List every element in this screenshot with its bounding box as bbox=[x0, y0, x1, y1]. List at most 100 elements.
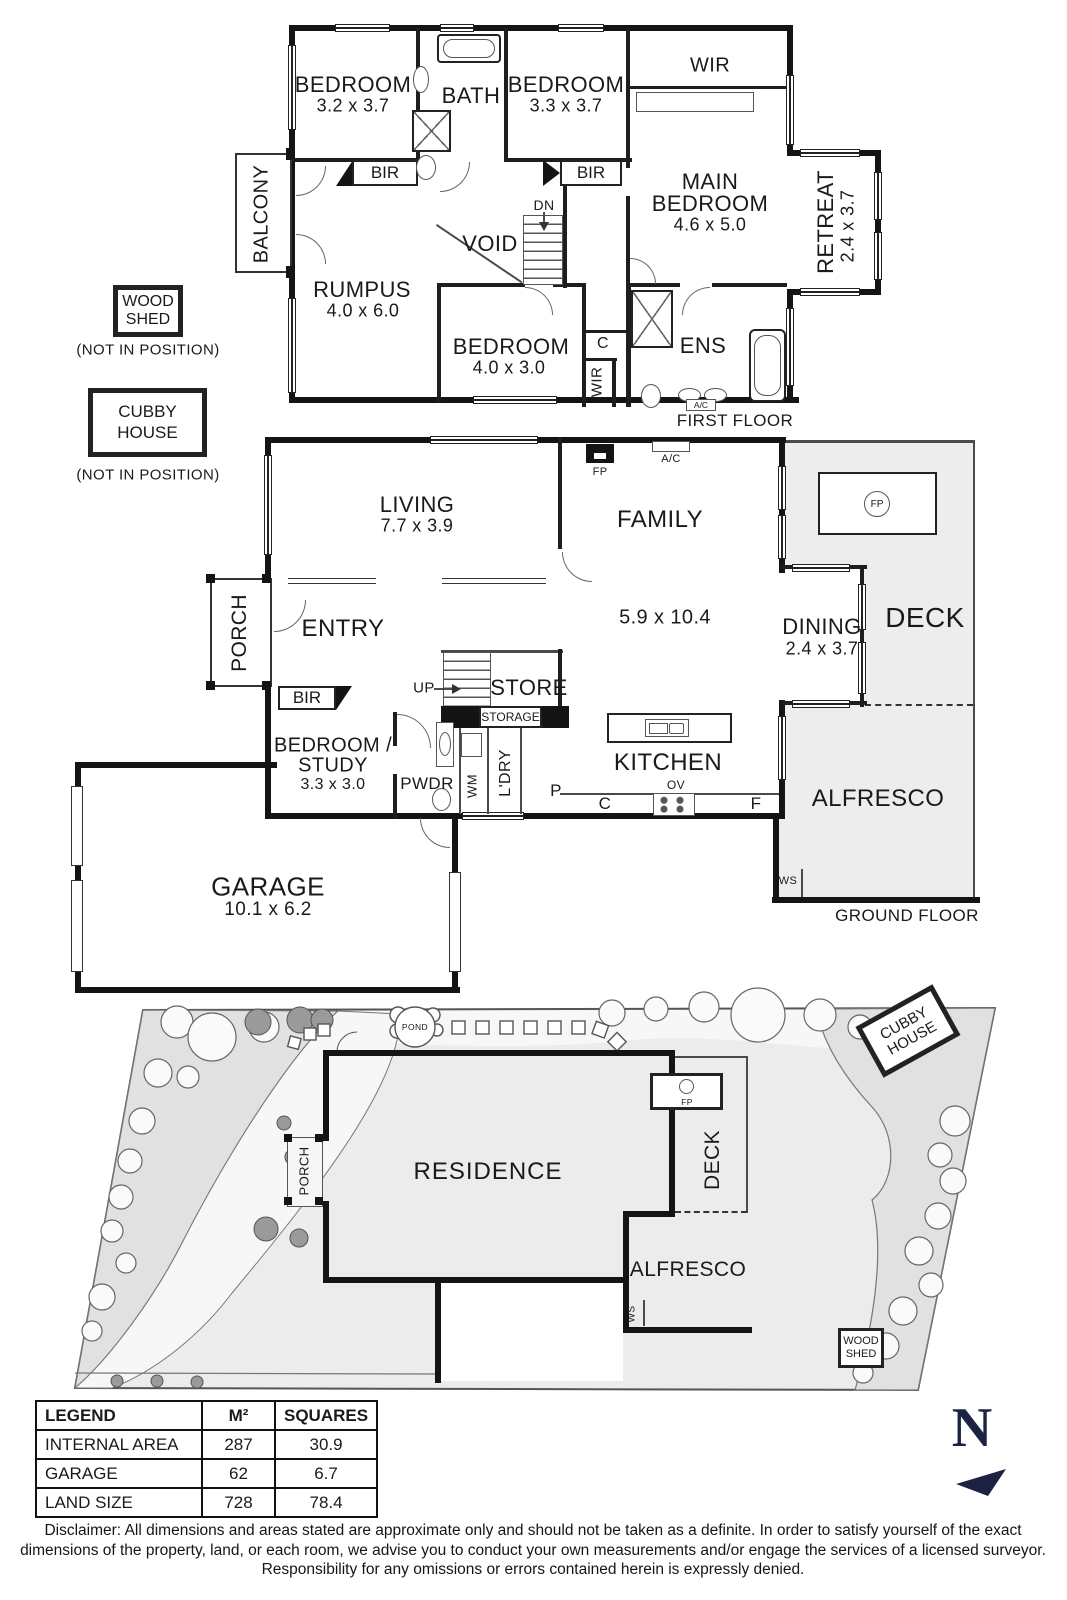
site-label-deck: DECK bbox=[701, 1130, 724, 1190]
window bbox=[430, 436, 538, 444]
wall bbox=[669, 1108, 675, 1217]
window bbox=[858, 584, 866, 630]
dn-arrow-stem bbox=[543, 212, 545, 222]
room-label-bedroom3: BEDROOM bbox=[452, 334, 570, 359]
deck-firepit: FP bbox=[864, 491, 890, 517]
toilet bbox=[641, 384, 661, 408]
window bbox=[874, 232, 882, 280]
door-arc bbox=[682, 287, 710, 315]
room-dims-family: 5.9 x 10.4 bbox=[619, 606, 711, 629]
wall bbox=[629, 1211, 675, 1217]
room-label-retreat: RETREAT bbox=[813, 170, 838, 274]
site-plan-landscaping bbox=[73, 987, 997, 1392]
window bbox=[288, 298, 296, 393]
legend-cell: GARAGE bbox=[35, 1458, 203, 1489]
fireplace-label: FP bbox=[592, 466, 608, 478]
cupboard-label: C bbox=[598, 794, 612, 813]
ws-tick bbox=[643, 1300, 645, 1326]
porch-post bbox=[262, 574, 271, 583]
legend-row: LAND SIZE 728 78.4 bbox=[35, 1487, 379, 1518]
door-arc bbox=[562, 552, 592, 582]
wall bbox=[712, 283, 787, 287]
room-dims-garage: 10.1 x 6.2 bbox=[224, 899, 312, 920]
floor-label-first: FIRST FLOOR bbox=[676, 411, 794, 430]
window bbox=[473, 396, 557, 404]
storage-box: STORAGE bbox=[479, 706, 542, 728]
robe-wedge bbox=[336, 686, 352, 710]
window bbox=[778, 716, 786, 780]
site-label-pond: POND bbox=[401, 1022, 429, 1032]
toilet bbox=[432, 788, 451, 811]
legend-cell: 62 bbox=[201, 1458, 276, 1489]
basin bbox=[413, 66, 429, 93]
floor-label-ground: GROUND FLOOR bbox=[835, 906, 979, 925]
window bbox=[874, 172, 882, 220]
porch-post bbox=[206, 574, 215, 583]
room-label-rumpus: RUMPUS bbox=[313, 277, 411, 302]
wall bbox=[504, 28, 508, 162]
room-label-living: LIVING bbox=[379, 492, 455, 517]
room-label-void: VOID bbox=[462, 231, 518, 256]
wall bbox=[393, 712, 397, 746]
deck-edge bbox=[785, 440, 975, 443]
legend-table: LEGEND M² SQUARES INTERNAL AREA 287 30.9… bbox=[35, 1400, 379, 1518]
room-label-ens: ENS bbox=[679, 333, 727, 358]
washing-machine bbox=[461, 733, 482, 757]
room-dims-bedroom3: 4.0 x 3.0 bbox=[472, 357, 546, 378]
wall bbox=[292, 25, 793, 31]
site-label-residence: RESIDENCE bbox=[413, 1158, 563, 1185]
deck-alfresco-divider bbox=[865, 704, 973, 706]
porch-post bbox=[262, 681, 271, 690]
site-label-porch: PORCH bbox=[296, 1146, 312, 1196]
porch-post bbox=[284, 1197, 292, 1205]
room-label-main-bedroom-2: BEDROOM bbox=[651, 191, 769, 216]
bir-right: BIR bbox=[560, 160, 622, 186]
window bbox=[440, 24, 474, 32]
room-label-porch: PORCH bbox=[228, 594, 251, 672]
room-label-wir-small: WIR bbox=[588, 366, 606, 398]
bir-left: BIR bbox=[352, 160, 418, 186]
room-label-wm: WM bbox=[464, 774, 480, 798]
wall bbox=[75, 762, 81, 993]
room-label-bedroom-study-2: STUDY bbox=[298, 754, 368, 777]
wall bbox=[75, 762, 277, 768]
porch bbox=[210, 578, 272, 687]
pantry-label: P bbox=[550, 781, 562, 800]
ws-tick bbox=[801, 869, 803, 897]
room-label-garage: GARAGE bbox=[211, 871, 325, 902]
deck-edge bbox=[746, 1056, 748, 1213]
wall bbox=[286, 266, 293, 278]
window bbox=[778, 466, 786, 510]
ac-unit bbox=[652, 441, 690, 452]
room-label-entry: ENTRY bbox=[301, 615, 385, 642]
wall bbox=[623, 1327, 752, 1333]
shower bbox=[631, 290, 673, 348]
wall bbox=[626, 196, 630, 288]
dn-arrow-icon bbox=[539, 222, 549, 231]
ac-unit: A/C bbox=[686, 399, 716, 411]
wood-shed-note: (NOT IN POSITION) bbox=[76, 341, 220, 359]
room-label-family: FAMILY bbox=[617, 506, 703, 533]
legend-cell: INTERNAL AREA bbox=[35, 1429, 203, 1460]
legend-cell: 728 bbox=[201, 1487, 276, 1518]
wall bbox=[582, 330, 631, 333]
disclaimer-text: Disclaimer: All dimensions and areas sta… bbox=[20, 1522, 1046, 1579]
wall bbox=[265, 813, 785, 819]
cubby-house-note: (NOT IN POSITION) bbox=[76, 466, 220, 484]
sink-drainer bbox=[649, 723, 668, 734]
room-dims-bedroom1: 3.2 x 3.7 bbox=[316, 95, 390, 116]
fridge-label: F bbox=[750, 794, 762, 813]
room-dims-main-bedroom: 4.6 x 5.0 bbox=[673, 214, 747, 235]
room-label-deck: DECK bbox=[885, 602, 965, 633]
garage-door bbox=[449, 872, 461, 972]
robe-wedge bbox=[336, 160, 353, 186]
oven-label: OV bbox=[666, 778, 686, 792]
shower bbox=[412, 110, 451, 152]
legend-cell: LAND SIZE bbox=[35, 1487, 203, 1518]
porch-post bbox=[206, 681, 215, 690]
room-label-alfresco: ALFRESCO bbox=[811, 785, 945, 812]
room-dims-bedroom-study: 3.3 x 3.0 bbox=[300, 776, 366, 793]
closet-label: C bbox=[597, 335, 609, 352]
